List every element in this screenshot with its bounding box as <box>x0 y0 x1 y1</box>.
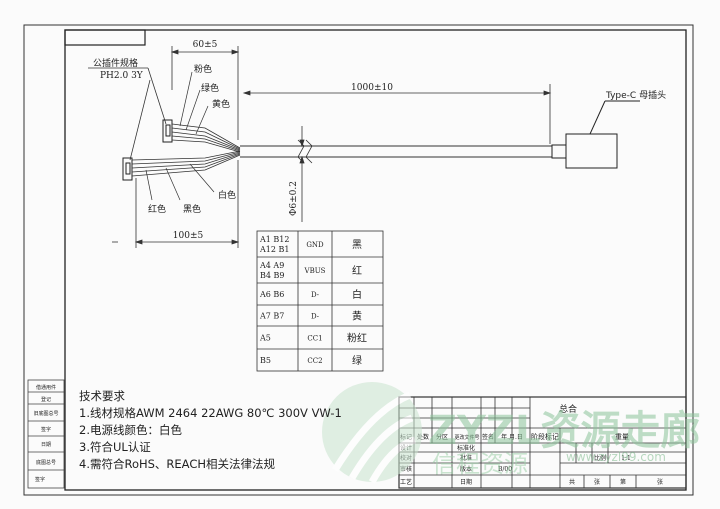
tb-header: 年.月.日 <box>501 433 523 441</box>
pin-cell: A5 <box>259 334 271 343</box>
requirement-item: 4.需符合RoHS、REACH相关法律法规 <box>79 457 276 471</box>
tb-sheets: 共 <box>569 478 575 486</box>
dim-cable <box>242 84 552 144</box>
signal-cell: VBUS <box>304 267 326 275</box>
strip-label: 签字 <box>41 426 51 433</box>
signal-cell: CC2 <box>307 357 322 365</box>
connector-spec-label: 公插件规格 <box>93 57 138 69</box>
pin-cell: A1 B12 <box>259 235 289 244</box>
tb-ver-label: 日期 <box>460 478 472 486</box>
tb-header: 处数 <box>417 433 429 441</box>
strip-label: 日期 <box>41 442 51 448</box>
wire-label: 粉色 <box>194 63 212 75</box>
requirement-item: 2.电源线颜色：白色 <box>79 423 182 437</box>
requirements-title: 技术要求 <box>79 389 125 403</box>
connector-spec-value: PH2.0 3Y <box>100 71 144 81</box>
watermark: ZYZL资源走廊 信程资源 www.zyzl99.com <box>322 382 700 484</box>
dim-diameter <box>299 126 305 222</box>
wire-label: 黄色 <box>212 98 230 110</box>
tb-ver-value: B/00 <box>498 466 512 473</box>
signal-cell: D- <box>311 291 320 299</box>
inner-frame <box>64 29 687 491</box>
dim-top <box>170 46 240 140</box>
tb-scale-value: 1:1 <box>621 455 631 462</box>
tb-weight-label: 重量 <box>615 433 629 441</box>
typec-label: Type-C 母插头 <box>605 89 666 101</box>
watermark-sub: 信程资源 <box>432 450 528 478</box>
tb-row-label: 审核 <box>400 465 412 473</box>
color-cell: 黄 <box>352 310 362 323</box>
signal-cell: GND <box>306 241 324 249</box>
cable <box>240 139 552 164</box>
signal-cell: CC1 <box>307 335 322 343</box>
requirement-item: 1.线材规格AWM 2464 22AWG 80℃ 300V VW-1 <box>79 406 342 420</box>
signal-cell: D- <box>311 313 320 321</box>
color-cell: 粉红 <box>347 332 367 345</box>
tb-ver-label: 版本 <box>460 465 472 473</box>
typec-connector <box>551 100 640 169</box>
dim-dia-label: Φ6±0.2 <box>289 181 299 216</box>
tb-mid-label: 批准 <box>460 454 472 462</box>
dim-cable-label: 1000±10 <box>351 83 393 93</box>
strip-label: 底图总号 <box>36 459 56 466</box>
strip-label: 签字 <box>35 476 45 483</box>
connector-top <box>162 119 173 143</box>
pin-cell: A4 A9 <box>259 261 284 270</box>
color-cell: 白 <box>352 288 362 301</box>
strip-label: 借通用件 <box>36 384 56 391</box>
left-strip-table <box>27 379 65 489</box>
requirement-item: 3.符合UL认证 <box>79 440 151 454</box>
tb-row-label: 工艺 <box>400 478 412 486</box>
connector-bottom <box>122 157 133 181</box>
dim-top-label: 60±5 <box>193 40 218 50</box>
wire-bundle <box>131 123 241 177</box>
tb-header: 更改文件号 <box>454 434 479 441</box>
strip-label: 登记 <box>41 396 51 403</box>
wire-label: 白色 <box>218 189 236 201</box>
dim-mid <box>112 160 240 248</box>
tb-header: 签名 <box>482 433 494 441</box>
pin-cell: A6 B6 <box>259 290 284 299</box>
bottom-leaders <box>145 163 215 201</box>
wire-label: 黑色 <box>183 203 201 215</box>
color-cell: 红 <box>352 264 362 277</box>
tb-scale-label: 比例 <box>594 454 606 462</box>
pin-cell: A7 B7 <box>259 312 284 321</box>
pin-cell: A12 B1 <box>259 245 289 254</box>
dim-mid-label: 100±5 <box>173 231 204 241</box>
corner-tab <box>64 29 146 46</box>
top-leaders <box>179 71 209 135</box>
pin-cell: B4 B9 <box>260 271 284 280</box>
tb-sheets: 张 <box>657 478 663 486</box>
pin-cell: B5 <box>260 356 271 365</box>
tb-sheets: 第 <box>620 478 626 486</box>
wire-label: 绿色 <box>201 82 219 94</box>
outer-frame <box>23 24 694 496</box>
tb-drawing-name: 总合 <box>559 403 577 415</box>
tb-stage-label: 阶段标记 <box>531 432 559 441</box>
strip-label: 旧底图总号 <box>33 410 58 417</box>
tb-header: 分区 <box>436 433 448 441</box>
tb-sheets: 张 <box>594 478 600 486</box>
tb-mid-label: 标准化 <box>457 444 475 452</box>
color-cell: 黑 <box>352 239 362 251</box>
watermark-url: www.zyzl99.com <box>566 450 666 464</box>
pin-table <box>256 230 384 372</box>
wire-label: 红色 <box>148 203 166 215</box>
watermark-brand: ZYZL资源走廊 <box>428 408 700 454</box>
color-cell: 绿 <box>352 354 362 367</box>
